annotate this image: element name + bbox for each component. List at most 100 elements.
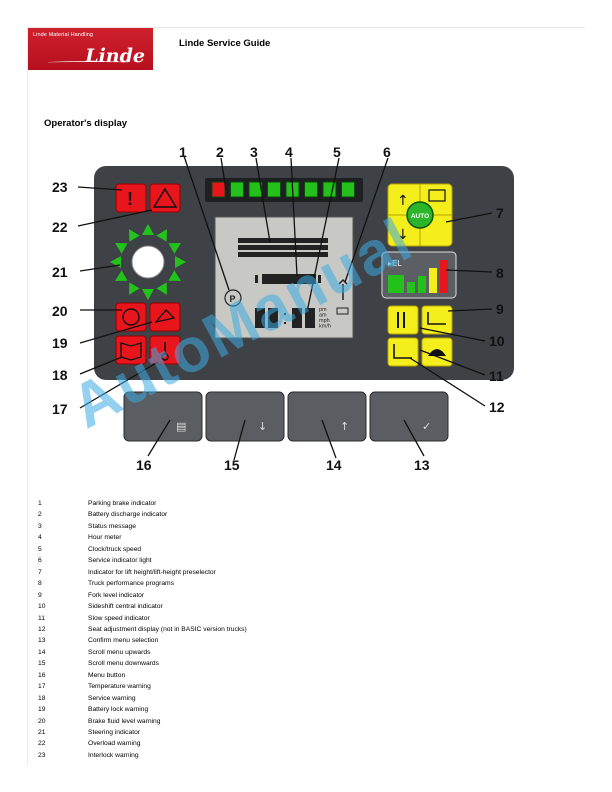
section-title: Operator's display	[44, 118, 128, 129]
steering-arrow	[129, 229, 140, 242]
legend-number: 6	[38, 557, 42, 565]
performance-icon: ▸EL	[388, 259, 402, 268]
steering-arrow	[156, 282, 167, 295]
callout-number: 14	[326, 457, 342, 473]
seat-adjust-lamp	[387, 337, 419, 367]
callout-lines	[77, 155, 493, 461]
legend-description: Battery discharge indicator	[88, 511, 168, 519]
callout-number: 7	[496, 205, 504, 221]
steering-arrow	[142, 289, 154, 300]
legend-description: Indicator for lift height/lift-height pr…	[88, 568, 216, 576]
auto-button	[406, 201, 434, 229]
battery-led	[341, 181, 355, 198]
sideshift-icon	[427, 312, 446, 325]
menu-button[interactable]	[123, 391, 203, 442]
parking-brake-icon: P	[224, 289, 242, 307]
wrench-icon	[338, 278, 348, 300]
callout-number: 12	[489, 399, 505, 415]
lcd-unit-label: pm	[319, 307, 327, 313]
legend-description: Overload warning	[88, 740, 141, 748]
top-rule	[27, 27, 585, 28]
confirm-icon: ✓	[422, 420, 431, 433]
legend-number: 23	[38, 751, 46, 759]
legend-description: Hour meter	[88, 534, 122, 542]
legend-description: Sideshift central indicator	[88, 603, 163, 611]
legend-description: Service warning	[88, 694, 136, 702]
auto-label: AUTO	[411, 213, 429, 220]
legend-description: Parking brake indicator	[88, 500, 157, 507]
lcd-unit-label: mph	[319, 318, 330, 324]
page-header-title: Linde Service Guide	[179, 38, 271, 49]
battery-lock-icon	[154, 309, 176, 324]
callout-number: 20	[52, 303, 68, 319]
legend-number: 22	[38, 740, 46, 748]
battery-led	[248, 181, 263, 198]
lcd-unit-label: km/h	[319, 324, 331, 330]
steering-arrow	[115, 243, 128, 254]
battery-led	[304, 181, 318, 198]
envelope-icon	[428, 189, 446, 202]
callout-number: 3	[250, 144, 258, 160]
callout-number: 5	[333, 144, 341, 160]
legend-number: 1	[38, 500, 42, 507]
exclamation-icon: !	[127, 189, 133, 209]
callout-number: 9	[496, 301, 504, 317]
callout-number: 1	[179, 144, 187, 160]
fork-level-icon	[397, 312, 405, 328]
steering-arrow	[129, 282, 140, 295]
legend-number: 13	[38, 637, 46, 645]
logo-subtitle: Linde Material Handling	[33, 32, 94, 38]
left-rule	[27, 27, 28, 765]
callout-number: 8	[496, 265, 504, 281]
legend-number: 9	[38, 591, 42, 599]
legend-description: Clock/truck speed	[88, 545, 142, 553]
lcd-unit-label: am	[319, 313, 327, 319]
confirm-button[interactable]	[369, 391, 449, 442]
logo-swoosh	[48, 61, 128, 64]
legend-number: 10	[38, 603, 46, 611]
callout-number: 23	[52, 179, 68, 195]
callout-number: 22	[52, 219, 68, 235]
callout-number: 16	[136, 457, 152, 473]
legend-number: 3	[38, 522, 42, 530]
battery-led	[211, 181, 226, 198]
steering-indicator	[110, 224, 186, 300]
legend-description: Brake fluid level warning	[88, 717, 161, 725]
legend-number: 17	[38, 683, 46, 691]
legend-description: Scroll menu upwards	[88, 648, 151, 656]
legend-description: Slow speed indicator	[88, 614, 150, 622]
menu-icon: ▤	[176, 420, 186, 433]
brake-fluid-icon	[122, 308, 140, 326]
legend-description: Seat adjustment display (not in BASIC ve…	[88, 625, 247, 633]
legend-number: 21	[38, 729, 46, 736]
linde-logo: Linde Material Handling Linde	[28, 28, 153, 70]
legend-description: Status message	[88, 522, 136, 530]
scroll-up-button[interactable]	[287, 391, 367, 442]
lcd-battery-icon	[336, 307, 349, 315]
arrow-up-icon: ↑	[397, 193, 409, 209]
legend-number: 15	[38, 660, 46, 668]
legend-description: Fork level indicator	[88, 591, 145, 599]
legend-description: Temperature warning	[88, 683, 151, 691]
legend-number: 14	[38, 648, 46, 656]
callout-number: 21	[52, 264, 68, 280]
overload-triangle-icon	[152, 187, 178, 208]
seat-adjust-icon	[393, 344, 412, 359]
battery-lock-warning-lamp	[149, 302, 181, 332]
steering-arrow	[175, 256, 186, 268]
lcd-hour-meter	[255, 274, 321, 284]
legend-number: 18	[38, 694, 46, 702]
legend-description: Scroll menu downwards	[88, 660, 159, 668]
callout-number: 4	[285, 144, 293, 160]
steering-white-disc	[131, 245, 165, 279]
legend-number: 4	[38, 534, 42, 542]
grey-buttons: ▤↓↑✓	[123, 391, 449, 442]
scroll-down-button[interactable]	[205, 391, 285, 442]
callout-number: 13	[414, 457, 430, 473]
battery-led-bar	[205, 178, 363, 202]
legend-number: 16	[38, 671, 46, 679]
arrow-down-icon: ↓	[397, 227, 409, 243]
lcd-status-message	[238, 238, 328, 257]
callout-number: 19	[52, 335, 68, 351]
